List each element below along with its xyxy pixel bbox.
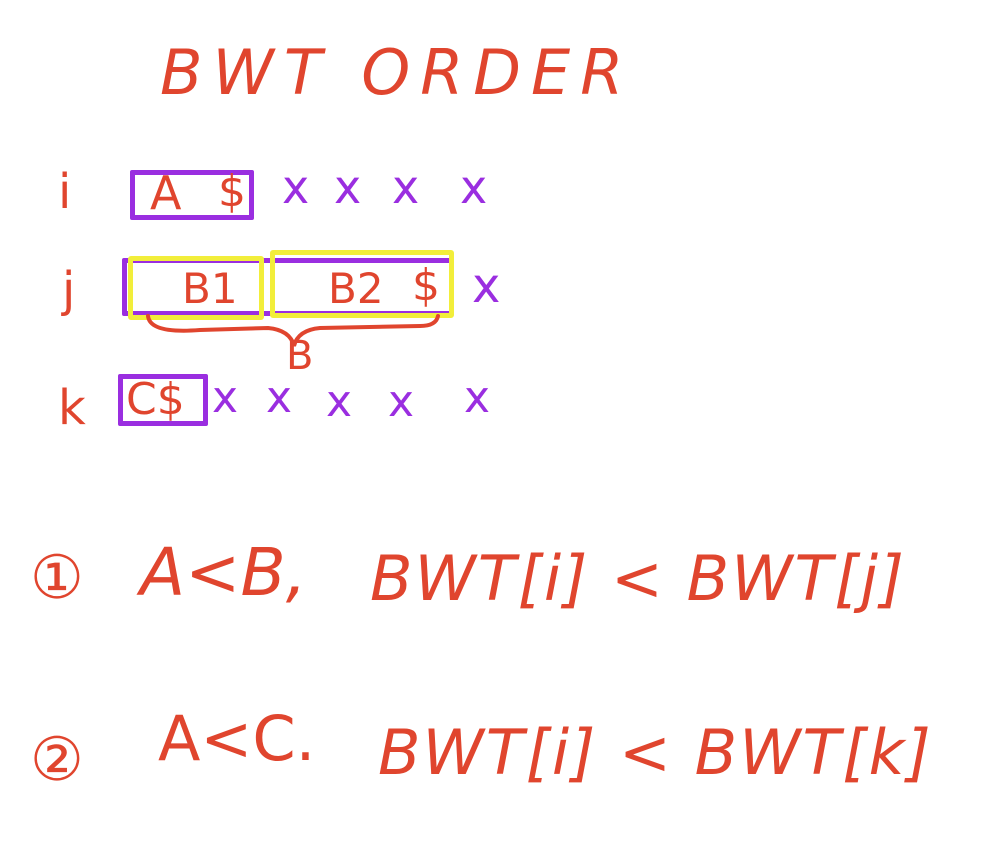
row-label-j: j: [62, 262, 76, 318]
b2-box: [270, 250, 454, 318]
brace-label-b: B: [286, 333, 314, 379]
rule-2-result: BWT[i] < BWT[k]: [378, 716, 933, 789]
tail-i-2: x: [334, 160, 362, 214]
tail-k-1: x: [212, 372, 239, 423]
tail-k-5: x: [464, 372, 491, 423]
tail-k-4: x: [388, 376, 415, 427]
segment-a: A: [150, 166, 182, 220]
tail-k-3: x: [326, 376, 353, 427]
tail-i-4: x: [460, 160, 488, 214]
rule-2-condition: A<C.: [158, 702, 316, 775]
tail-i-1: x: [282, 160, 310, 214]
segment-c-dollar: C$: [126, 374, 185, 425]
diagram-title: BWT ORDER: [160, 36, 634, 109]
segment-b1: B1: [182, 264, 238, 313]
row-label-k: k: [58, 380, 86, 436]
a-dollar-box: [130, 170, 254, 220]
tail-k-2: x: [266, 372, 293, 423]
b1-box: [128, 256, 264, 320]
row-label-i: i: [58, 164, 72, 220]
c-dollar-box: [118, 374, 208, 426]
rule-1-condition: A<B,: [140, 534, 307, 611]
segment-dollar-i: $: [218, 166, 246, 217]
segment-dollar-j: $: [412, 260, 440, 311]
tail-j-1: x: [472, 258, 501, 314]
segment-b2: B2: [328, 264, 384, 313]
tail-i-3: x: [392, 160, 420, 214]
rule-1-marker: ①: [30, 543, 84, 613]
rule-2-marker: ②: [30, 725, 84, 795]
rule-1-result: BWT[i] < BWT[j]: [370, 542, 906, 615]
